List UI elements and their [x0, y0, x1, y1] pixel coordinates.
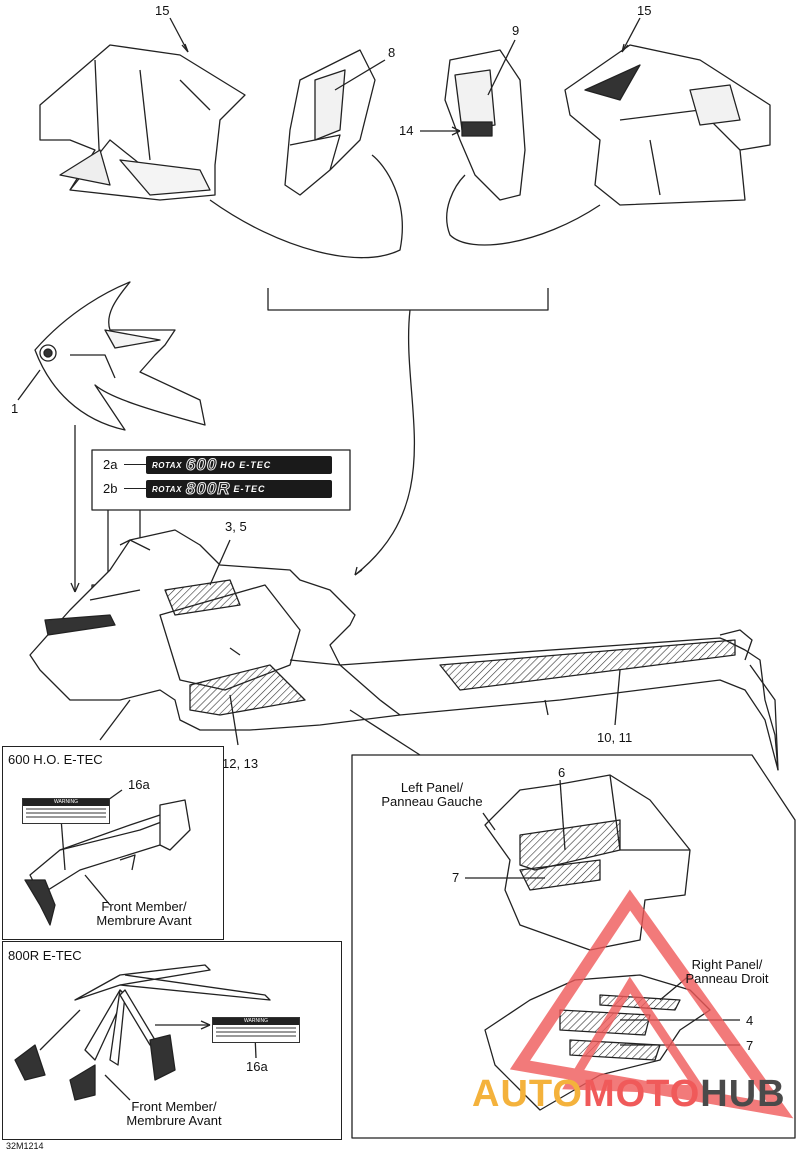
right-panel-label: Right Panel/ Panneau Droit — [685, 957, 769, 986]
callout-7-right: 7 — [746, 1038, 754, 1053]
leader-2a — [124, 464, 146, 465]
callout-3-5: 3, 5 — [225, 519, 247, 534]
callout-9: 9 — [512, 23, 520, 38]
inset-600-title: 600 H.O. E-TEC — [8, 752, 103, 767]
side-piece-9-14 — [444, 49, 526, 201]
warning-label-800: WARNING — [212, 1017, 300, 1043]
watermark-text: AUTOMOTOHUB — [472, 1073, 786, 1115]
side-panel-right-15 — [564, 44, 771, 206]
callout-15-right: 15 — [637, 3, 652, 18]
left-panel-label: Left Panel/ Panneau Gauche — [381, 780, 483, 809]
decal-600-ho-etec: ROTAX 600 HO E-TEC — [146, 455, 332, 475]
callout-2b: 2b — [103, 481, 118, 496]
inset-600-ho-etec — [2, 746, 224, 940]
leader-2b — [124, 488, 146, 489]
warning-label-600: WARNING — [22, 798, 110, 824]
decal-800r-etec: ROTAX 800R E-TEC — [146, 479, 332, 499]
figure-code: 32M1214 — [6, 1141, 44, 1151]
callout-14: 14 — [399, 123, 414, 138]
front-member-600 — [24, 799, 191, 926]
callout-8: 8 — [388, 45, 396, 60]
inset-800r-etec — [2, 941, 342, 1140]
callout-6: 6 — [558, 765, 566, 780]
front-member-label-800: Front Member/ Membrure Avant — [126, 1099, 222, 1128]
callout-15-left: 15 — [155, 3, 170, 18]
front-member-800 — [14, 964, 271, 1101]
callout-16a-top: 16a — [128, 777, 150, 792]
callout-2a: 2a — [103, 457, 118, 472]
inset-800-title: 800R E-TEC — [8, 948, 82, 963]
side-piece-8 — [284, 49, 376, 196]
callout-10-11: 10, 11 — [597, 730, 633, 745]
callout-7-left: 7 — [452, 870, 460, 885]
sled-body — [29, 529, 779, 771]
left-panel — [484, 774, 691, 951]
side-panel-left-15 — [39, 44, 246, 201]
callout-16a-bottom: 16a — [246, 1059, 268, 1074]
callout-12-13: 12, 13 — [222, 756, 259, 771]
callout-1: 1 — [11, 401, 19, 416]
front-member-label-600: Front Member/ Membrure Avant — [96, 899, 192, 928]
watermark-logo — [509, 889, 794, 1119]
callout-4: 4 — [746, 1013, 754, 1028]
hood-1 — [34, 281, 206, 431]
